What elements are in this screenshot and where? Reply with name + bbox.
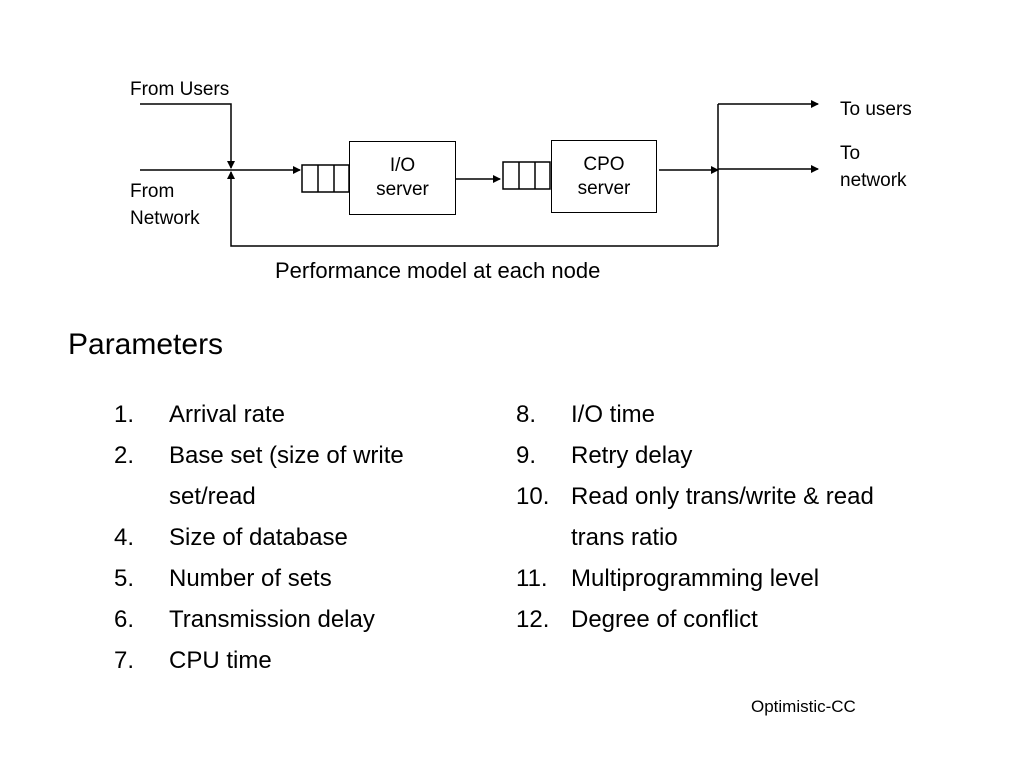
parameter-number: 7.	[114, 647, 135, 674]
parameter-number: 10.	[516, 483, 550, 510]
io-server-box: I/O server	[349, 141, 456, 215]
footer-label: Optimistic-CC	[751, 697, 856, 716]
to-network-label: To network	[840, 140, 907, 194]
parameter-text: Degree of conflict	[571, 606, 758, 633]
from-users-label: From Users	[130, 79, 230, 100]
io-server-label-line2: server	[376, 179, 429, 200]
parameter-item: 2. Base set (size of write set/read	[114, 435, 474, 517]
parameters-list-right: 8. I/O time 9. Retry delay 10. Read only tran…	[516, 394, 996, 640]
from-network-label-line1: From	[130, 181, 175, 202]
parameter-text: Multiprogramming level	[571, 565, 820, 592]
parameter-number: 5.	[114, 565, 135, 592]
parameter-number: 4.	[114, 524, 135, 551]
parameter-text: Retry delay	[571, 442, 693, 469]
parameter-text: Transmission delay	[169, 606, 375, 633]
cpo-server-label-line1: CPO	[583, 153, 625, 175]
parameter-text: Size of database	[169, 524, 348, 551]
cpo-queue	[502, 161, 551, 190]
from-users-line	[140, 103, 235, 169]
parameter-text: Number of sets	[169, 565, 332, 592]
parameter-item: 6. Transmission delay	[114, 599, 474, 640]
io-queue	[301, 164, 350, 193]
parameter-item: 7. CPU time	[114, 640, 474, 681]
parameter-item: 4. Size of database	[114, 517, 474, 558]
cpo-server-label-line2: server	[577, 177, 631, 199]
parameter-number: 8.	[516, 401, 537, 428]
parameter-number: 11.	[516, 565, 548, 592]
to-network-label-line1: To	[840, 143, 861, 164]
parameter-text: CPU time	[169, 647, 272, 674]
parameter-number: 12.	[516, 606, 550, 633]
cpo-server-box: CPO server	[551, 140, 657, 213]
parameters-list-left: 1. Arrival rate 2. Base set (size of write …	[114, 394, 474, 681]
from-network-label-line2: Network	[130, 208, 200, 229]
feedback-loop-arrow	[227, 171, 718, 247]
parameter-item: 11. Multiprogramming level	[516, 558, 996, 599]
parameter-item: 1. Arrival rate	[114, 394, 474, 435]
parameter-text: I/O time	[571, 401, 656, 428]
io-server-label-line1: I/O	[389, 155, 416, 176]
parameter-number: 9.	[516, 442, 537, 469]
parameter-item: 9. Retry delay	[516, 435, 996, 476]
from-network-label: From Network	[130, 178, 200, 232]
diagram-caption: Performance model at each node	[275, 258, 601, 283]
parameter-text: Read only trans/write & read trans ratio	[571, 483, 874, 551]
parameter-item: 12. Degree of conflict	[516, 599, 996, 640]
parameter-number: 6.	[114, 606, 135, 633]
to-users-label: To users	[840, 99, 912, 120]
parameter-item: 5. Number of sets	[114, 558, 474, 599]
to-network-label-line2: network	[840, 170, 907, 191]
parameter-item: 10. Read only trans/write & read trans ra…	[516, 476, 996, 558]
parameters-heading: Parameters	[68, 328, 224, 361]
parameter-text: Arrival rate	[169, 401, 286, 428]
parameter-item: 8. I/O time	[516, 394, 996, 435]
parameter-number: 1.	[114, 401, 135, 428]
parameter-text: Base set (size of write set/read	[169, 442, 404, 510]
parameter-number: 2.	[114, 442, 135, 469]
